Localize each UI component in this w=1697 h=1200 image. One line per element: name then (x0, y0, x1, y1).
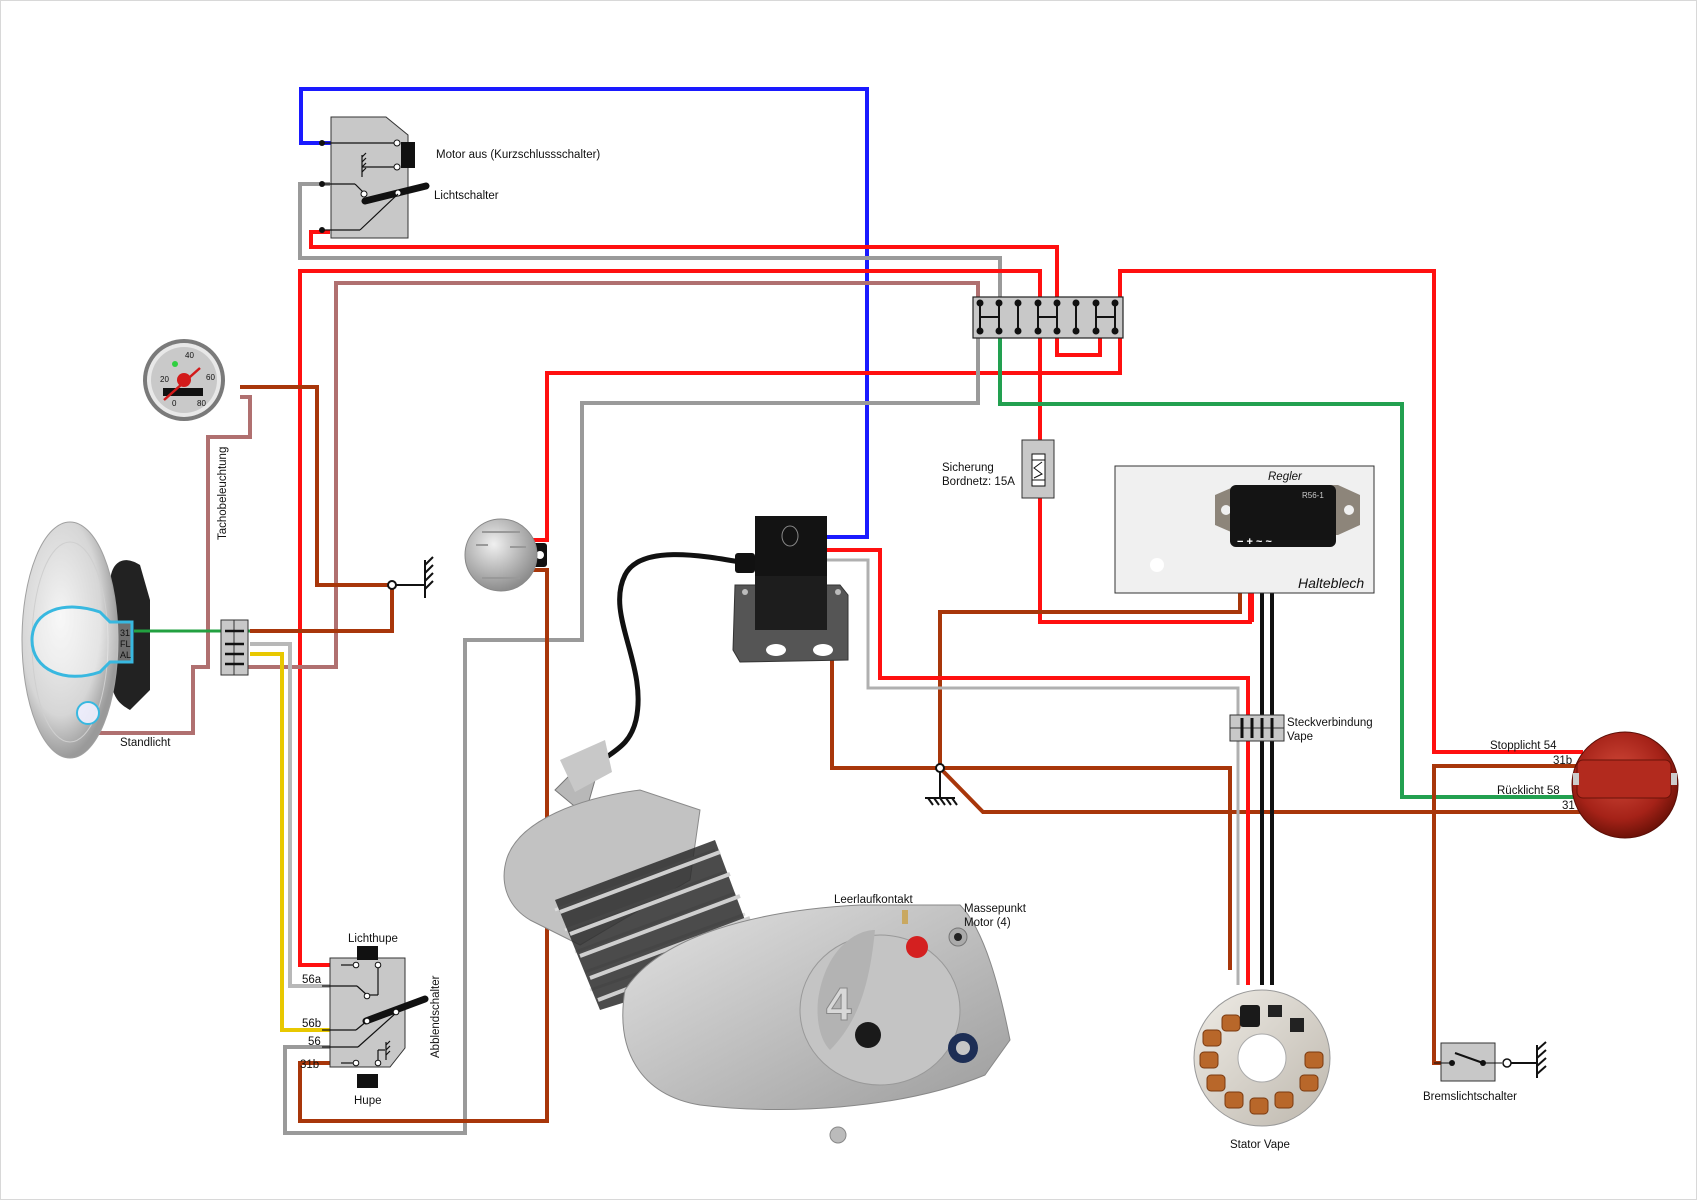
label-stopp-31b: 31b (1553, 755, 1572, 767)
speedo-0: 0 (172, 399, 177, 408)
terminal-fl: FL (120, 639, 131, 649)
speedo-80: 80 (197, 399, 206, 408)
wire-red-coil (827, 548, 1250, 985)
label-lichtschalter: Lichtschalter (434, 190, 499, 202)
wire-gray-coil (827, 558, 1240, 985)
label-56b: 56b (302, 1018, 321, 1030)
hupe-horn (464, 518, 547, 592)
terminal-al: AL (120, 650, 131, 660)
label-standlicht: Standlicht (120, 737, 171, 749)
abblendschalter[interactable]: Lichthupe Hupe 56a 56b 56 31b Abblendsch… (300, 933, 442, 1107)
ground-icon (387, 556, 434, 598)
wires (90, 87, 1583, 1135)
connector-headlight (220, 619, 249, 676)
wire-pinkgray-tacho (245, 281, 980, 669)
scheinwerfer: 31 FL AL Standlicht (21, 521, 250, 759)
label-sicherung-1: Sicherung (942, 462, 994, 474)
zuendspule (732, 516, 849, 663)
label-bremslichtschalter: Bremslichtschalter (1423, 1091, 1517, 1103)
label-56: 56 (308, 1036, 321, 1048)
label-massepunkt-1: Massepunkt (964, 903, 1027, 915)
stator-vape: Stator Vape (1193, 989, 1331, 1151)
wire-brown-31 (250, 585, 394, 633)
label-stator: Stator Vape (1230, 1139, 1290, 1151)
label-motor-aus: Motor aus (Kurzschlussschalter) (436, 149, 600, 161)
speedo-40: 40 (185, 351, 194, 360)
label-sicherung-2: Bordnetz: 15A (942, 476, 1015, 488)
kurzschluss-lichtschalter[interactable]: Motor aus (Kurzschlussschalter) Lichtsch… (319, 116, 600, 239)
label-regler: Regler (1268, 471, 1303, 483)
bremslichtschalter[interactable]: Bremslichtschalter (1423, 1041, 1547, 1103)
wire-gray-fl (250, 642, 341, 988)
label-massepunkt-2: Motor (4) (964, 917, 1011, 929)
label-ruecklicht: Rücklicht 58 (1497, 785, 1560, 797)
verteilerleiste (972, 296, 1124, 339)
headlight-bulb-outline (30, 605, 134, 678)
label-56a: 56a (302, 974, 322, 986)
kill-button[interactable] (401, 142, 415, 168)
ground-icon (361, 152, 367, 177)
engine-badge-4: 4 (826, 978, 852, 1030)
label-lichthupe: Lichthupe (348, 933, 398, 945)
tachometer: 20 40 60 0 80 Tachobeleuchtung (143, 339, 229, 540)
label-hupe: Hupe (354, 1095, 382, 1107)
ground-icon (925, 763, 958, 806)
wire-ht-lead (598, 552, 741, 764)
label-31b-abblend: 31b (300, 1059, 319, 1071)
terminal-31: 31 (120, 628, 130, 638)
steckverbindung-vape: Steckverbindung Vape (1229, 714, 1373, 743)
wire-brown-hupe (298, 568, 549, 1123)
ground-icon (1536, 1041, 1547, 1078)
wire-gray-strip-down (283, 335, 980, 1135)
label-tachobeleuchtung: Tachobeleuchtung (217, 447, 229, 540)
wire-red-stopplicht (1118, 269, 1583, 754)
label-leerlaufkontakt: Leerlaufkontakt (834, 894, 913, 906)
wire-yellow-al (250, 652, 341, 1032)
wire-red-lichtschalter (309, 230, 1059, 300)
label-steckverbindung-1: Steckverbindung (1287, 717, 1373, 729)
wire-red-abblend (298, 269, 1042, 967)
sicherung: Sicherung Bordnetz: 15A (942, 439, 1055, 499)
label-steckverbindung-2: Vape (1287, 731, 1313, 743)
regler-model: R56-1 (1302, 491, 1324, 500)
wire-red-hupe (530, 335, 1122, 542)
hupe-button[interactable] (357, 1074, 378, 1088)
regler-terminals: − + ~ ~ (1237, 536, 1272, 548)
ruecklicht: Stopplicht 54 31b Rücklicht 58 31 (1490, 731, 1679, 839)
wire-pinkgray-tachobel (90, 395, 252, 735)
wire-red-loop (1055, 335, 1102, 357)
wire-brown-rueck31 (938, 766, 1583, 814)
speedo-60: 60 (206, 373, 215, 382)
motor: 4 Leerlaufkontakt Massepunkt Motor (4) (503, 740, 1027, 1144)
speedo-20: 20 (160, 375, 169, 384)
label-rueck-31: 31 (1562, 800, 1575, 812)
label-stopplicht: Stopplicht 54 (1490, 740, 1557, 752)
regler: Regler Halteblech R56-1 − + ~ ~ (1114, 465, 1375, 594)
label-halteblech: Halteblech (1298, 575, 1364, 591)
wire-green-ruecklicht (998, 335, 1583, 799)
wire-brown-tacho (240, 385, 392, 587)
lichthupe-button[interactable] (357, 946, 378, 960)
ground-icon (385, 1040, 391, 1060)
label-abblendschalter: Abblendschalter (430, 975, 442, 1058)
wire-brown-coil (830, 647, 1232, 970)
wire-blue-kill (299, 87, 869, 539)
